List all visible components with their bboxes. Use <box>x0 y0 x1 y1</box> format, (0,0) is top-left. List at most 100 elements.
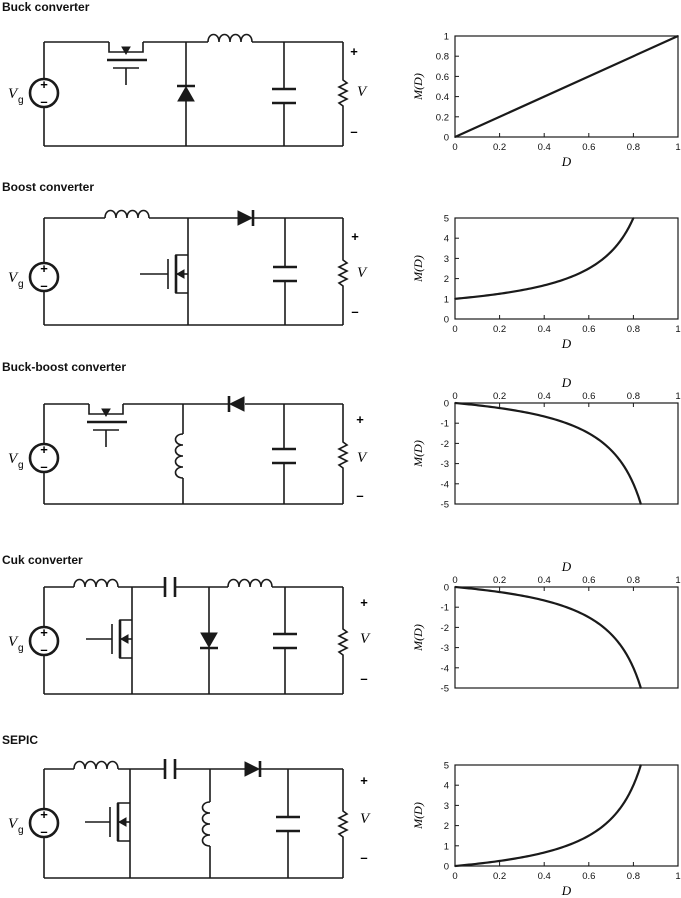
plot-frame <box>454 217 679 320</box>
data-point <box>588 432 590 435</box>
x-axis-label: D <box>561 883 572 898</box>
x-axis-label: D <box>561 154 572 169</box>
y-tick-label: 2 <box>444 821 449 832</box>
x-tick-label: 1 <box>675 324 680 335</box>
buck-boost-circuit: + – V g + – V <box>8 396 368 505</box>
y-tick-label: 3 <box>444 254 449 265</box>
data-point <box>610 250 612 253</box>
load-resistor <box>337 769 349 878</box>
vg-subscript: g <box>18 95 24 106</box>
load-resistor <box>337 404 349 504</box>
data-point <box>621 237 624 239</box>
x-tick-label: 0.2 <box>493 391 506 402</box>
vg-subscript: g <box>18 825 24 836</box>
y-tick-label: 0 <box>444 399 449 410</box>
svg-text:+: + <box>40 625 48 640</box>
data-point <box>588 75 590 78</box>
y-tick-label: 0 <box>444 315 449 326</box>
inductor <box>207 33 253 43</box>
capacitor <box>272 404 296 504</box>
x-axis-label: D <box>561 336 572 351</box>
y-tick-label: -2 <box>441 623 449 634</box>
coupling-capacitor <box>163 759 177 779</box>
voltage-source: + – <box>28 625 60 657</box>
y-tick-label: 0.8 <box>436 52 449 63</box>
data-point <box>588 616 590 619</box>
buck-circuit: + – V g + – V <box>8 33 368 147</box>
inductor-1 <box>73 760 119 770</box>
y-tick-label: 0.2 <box>436 112 449 123</box>
data-point <box>498 116 501 118</box>
plot-frame <box>454 402 679 505</box>
data-point <box>621 804 624 807</box>
data-point <box>639 503 642 505</box>
y-tick-label: -2 <box>441 439 449 450</box>
y-tick-label: 3 <box>444 801 449 812</box>
switch-transistor <box>86 587 133 694</box>
y-tick-label: -4 <box>441 663 449 674</box>
vg-label: V <box>8 86 19 102</box>
y-axis-label: M(D) <box>411 440 425 468</box>
data-point <box>588 834 590 837</box>
vg-subscript: g <box>18 460 24 471</box>
data-point <box>565 845 568 847</box>
svg-text:–: – <box>40 642 47 657</box>
y-tick-label: 0 <box>444 583 449 594</box>
x-tick-label: 0 <box>452 871 457 882</box>
x-tick-label: 1 <box>675 575 680 586</box>
x-tick-label: 0.8 <box>627 324 640 335</box>
data-point <box>610 633 612 635</box>
vg-subscript: g <box>18 643 24 654</box>
x-tick-label: 1 <box>675 871 680 882</box>
load-resistor <box>337 587 349 694</box>
capacitor <box>272 42 296 146</box>
svg-text:+: + <box>40 261 48 276</box>
x-axis-label: D <box>561 559 572 574</box>
vg-label: V <box>8 270 19 286</box>
title-boost: Boost converter <box>2 180 95 194</box>
series-line <box>454 34 679 139</box>
svg-text:–: – <box>40 459 47 474</box>
x-tick-label: 0.2 <box>493 871 506 882</box>
y-tick-label: -3 <box>441 459 449 470</box>
series-line <box>454 764 642 868</box>
y-tick-label: 0.4 <box>436 92 449 103</box>
y-tick-label: 1 <box>444 294 449 305</box>
plus-sign: + <box>356 412 364 427</box>
capacitor <box>276 769 300 878</box>
y-tick-label: -3 <box>441 643 449 654</box>
vg-label: V <box>8 634 19 650</box>
inductor <box>174 404 184 504</box>
plot-frame <box>454 764 679 867</box>
voltage-source: + – <box>28 442 60 474</box>
data-point <box>632 217 635 219</box>
data-point <box>543 599 545 602</box>
boost-circuit: + – V g + – V <box>8 209 368 326</box>
x-tick-label: 0.8 <box>627 391 640 402</box>
data-point <box>476 295 479 298</box>
data-point <box>621 462 624 465</box>
data-point <box>498 407 501 409</box>
x-tick-label: 0.2 <box>493 324 506 335</box>
inductor-2 <box>227 578 273 588</box>
data-point <box>632 784 635 786</box>
x-tick-label: 0.6 <box>582 391 595 402</box>
x-tick-label: 0 <box>452 575 457 586</box>
x-tick-label: 0 <box>452 391 457 402</box>
x-tick-label: 0.8 <box>627 142 640 153</box>
y-tick-label: 2 <box>444 274 449 285</box>
v-label: V <box>357 84 368 100</box>
load-resistor <box>337 42 349 146</box>
y-tick-label: 1 <box>444 32 449 43</box>
data-point <box>639 687 642 689</box>
y-tick-label: 4 <box>444 234 449 245</box>
y-tick-label: -1 <box>441 419 449 430</box>
voltage-source: + – <box>28 807 60 839</box>
data-point <box>621 646 624 649</box>
data-point <box>454 136 456 138</box>
data-point <box>521 289 523 291</box>
minus-sign: – <box>360 850 367 865</box>
